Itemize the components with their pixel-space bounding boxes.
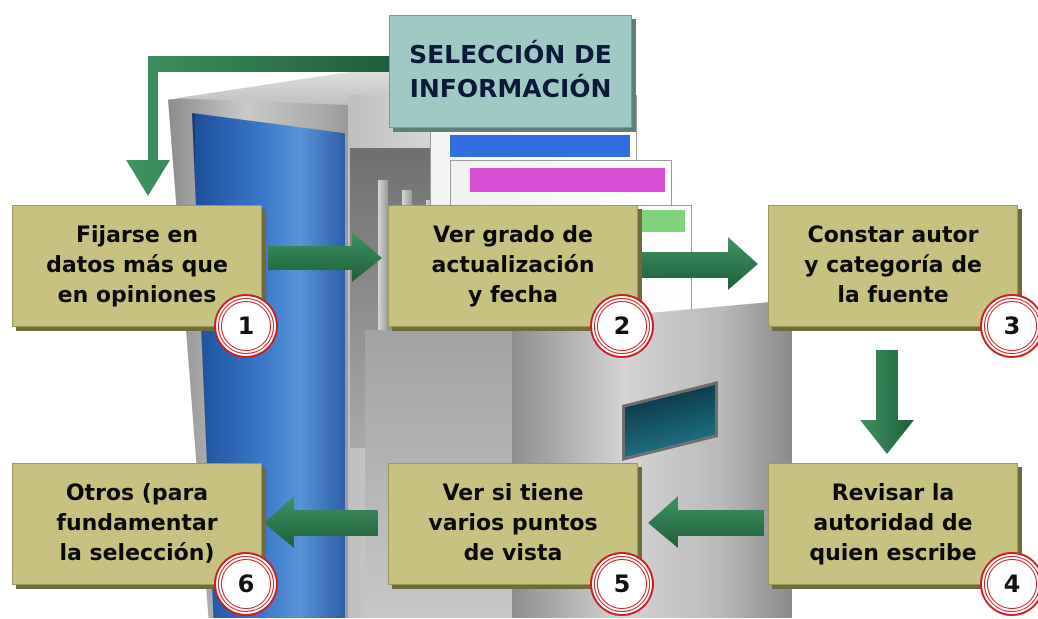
- arrow-step4-to-step5: [648, 496, 764, 548]
- step-box-4: Revisar la autoridad de quien escribe: [768, 463, 1018, 585]
- step-box-2: Ver grado de actualización y fecha: [388, 205, 638, 327]
- arrow-step2-to-step3: [642, 237, 758, 290]
- arrow-step3-to-step4: [860, 350, 914, 454]
- folder-tab-magenta: [470, 168, 665, 192]
- step-box-1: Fijarse en datos más que en opiniones: [12, 205, 262, 327]
- arrow-title-to-step1: [126, 56, 389, 196]
- arrow-step1-to-step2: [268, 232, 382, 282]
- step-number-badge-3: 3: [984, 298, 1038, 354]
- step-number-badge-4: 4: [984, 556, 1038, 612]
- step-box-3: Constar autor y categoría de la fuente: [768, 205, 1018, 327]
- step-box-6: Otros (para fundamentar la selección): [12, 463, 262, 585]
- step-number-badge-2: 2: [594, 298, 650, 354]
- drawer-divider: [378, 180, 388, 330]
- step-box-5: Ver si tiene varios puntos de vista: [388, 463, 638, 585]
- folder-tab-blue: [450, 135, 630, 157]
- step-number-badge-6: 6: [218, 556, 274, 612]
- step-number-badge-1: 1: [218, 298, 274, 354]
- arrow-step5-to-step6: [264, 496, 378, 548]
- diagram-title: SELECCIÓN DE INFORMACIÓN: [389, 15, 632, 128]
- step-number-badge-5: 5: [594, 556, 650, 612]
